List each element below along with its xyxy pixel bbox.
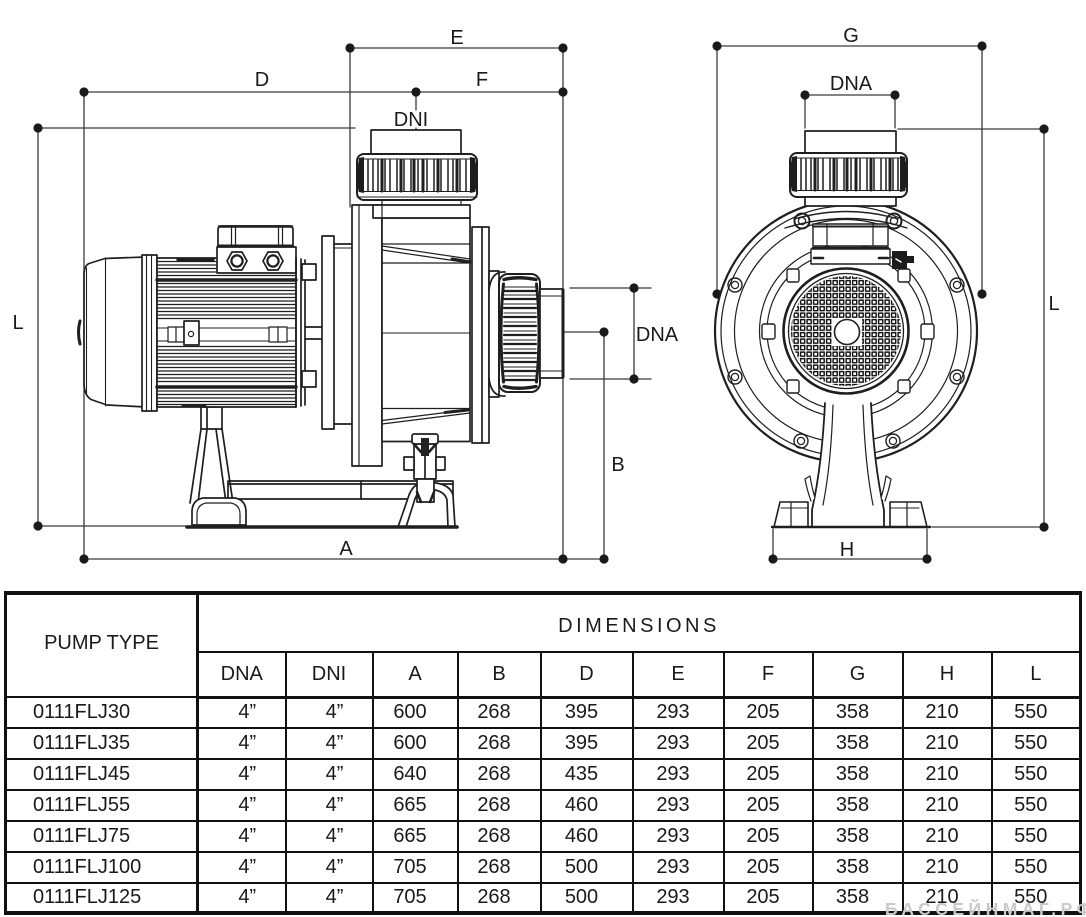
svg-text:DNA: DNA [636, 324, 679, 346]
svg-text:DNA: DNA [830, 73, 873, 95]
svg-text:L: L [12, 312, 23, 334]
svg-text:E: E [450, 27, 463, 49]
svg-text:B: B [611, 454, 624, 476]
svg-text:G: G [843, 25, 859, 47]
svg-text:DNI: DNI [394, 109, 428, 131]
svg-text:L: L [1048, 293, 1059, 315]
svg-text:A: A [339, 538, 353, 560]
svg-text:D: D [255, 69, 269, 91]
svg-text:F: F [476, 69, 488, 91]
svg-text:H: H [840, 539, 854, 561]
